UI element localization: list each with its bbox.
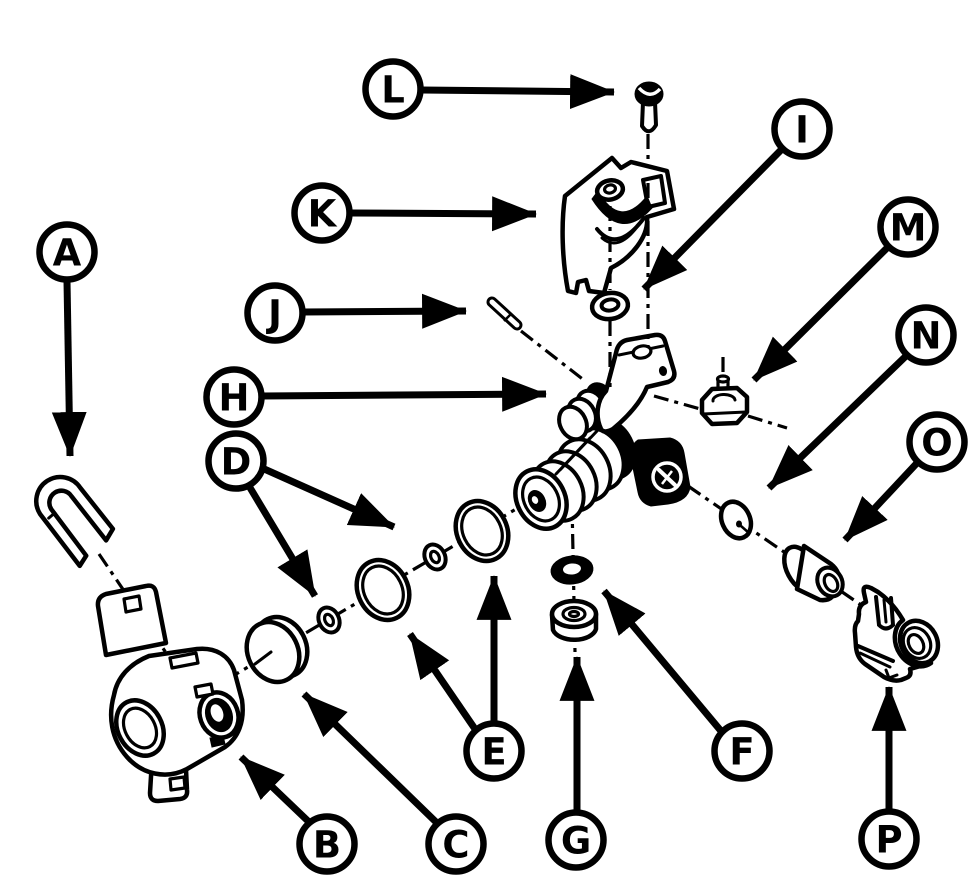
callout-circle-E	[463, 720, 525, 782]
callout-arrow-O	[842, 460, 920, 543]
callout-P: P	[858, 686, 920, 870]
callout-circle-J	[244, 282, 306, 344]
callout-J: J	[244, 282, 467, 344]
callout-arrow-D	[260, 464, 396, 531]
callout-letter-O: O	[921, 422, 952, 465]
callout-C: C	[301, 691, 487, 875]
callout-circle-O	[906, 411, 968, 473]
callout-letter-D: D	[221, 441, 252, 484]
callout-arrow-J	[302, 293, 467, 329]
part-roll-pin	[486, 296, 523, 331]
part-knob-cap	[852, 584, 941, 683]
callout-letter-H: H	[219, 377, 250, 420]
callout-circle-L	[362, 58, 424, 120]
callout-arrow-N	[766, 353, 909, 491]
callout-arrow-D	[245, 484, 319, 598]
callout-letter-C: C	[442, 824, 469, 867]
callout-circle-P	[858, 808, 920, 870]
callout-E: E	[407, 575, 525, 782]
part-handle-lever-bracket	[560, 155, 677, 296]
callout-circle-C	[425, 813, 487, 875]
part-seal-spacer	[549, 598, 599, 643]
callout-M: M	[751, 196, 939, 383]
part-o-ring-large-2	[453, 498, 511, 564]
callout-L: L	[362, 58, 615, 120]
callout-arrow-A	[51, 280, 87, 457]
part-o-ring-small-2	[422, 542, 448, 572]
callout-letter-A: A	[53, 232, 82, 275]
part-screw	[634, 81, 664, 134]
callout-letter-L: L	[381, 69, 405, 112]
callout-circle-M	[877, 196, 939, 258]
callout-arrow-K	[349, 196, 537, 232]
callout-arrow-F	[601, 588, 724, 734]
callout-arrow-M	[751, 244, 891, 383]
callout-I: I	[641, 98, 833, 292]
callout-letter-B: B	[313, 824, 341, 867]
part-cartridge-assembly	[513, 332, 691, 531]
callout-layer: A B C D E F G H I J K L M N O P	[36, 58, 968, 875]
callout-letter-G: G	[561, 820, 591, 863]
part-o-ring-small-1	[316, 605, 342, 635]
part-friction-disc	[718, 499, 754, 541]
callout-circle-B	[296, 813, 358, 875]
callout-circle-I	[771, 98, 833, 160]
callout-N: N	[766, 304, 957, 491]
callout-circle-A	[36, 221, 98, 283]
callout-circle-N	[895, 304, 957, 366]
callout-circle-G	[545, 809, 607, 871]
callout-arrow-I	[641, 147, 784, 292]
callout-D: D	[205, 430, 396, 598]
part-valve-body	[95, 583, 245, 804]
callout-O: O	[842, 411, 968, 543]
part-washer-lower	[550, 555, 594, 585]
part-o-ring-large-1	[354, 557, 412, 623]
callout-circle-H	[203, 366, 265, 428]
callout-circle-D	[205, 430, 267, 492]
callout-letter-I: I	[795, 109, 809, 152]
callout-H: H	[203, 366, 547, 428]
callout-circle-F	[711, 720, 773, 782]
callout-letter-J: J	[265, 293, 282, 336]
callout-letter-P: P	[875, 819, 902, 862]
callout-circle-K	[291, 182, 353, 244]
callout-arrow-H	[261, 376, 547, 412]
part-washer-upper	[589, 290, 631, 322]
part-cap-plug	[244, 614, 310, 685]
callout-arrow-L	[420, 74, 615, 110]
callout-F: F	[601, 588, 773, 782]
callout-arrow-C	[301, 691, 440, 826]
callout-arrow-E	[407, 632, 478, 731]
callout-letter-F: F	[729, 731, 754, 774]
callout-B: B	[238, 754, 358, 875]
callout-A: A	[36, 221, 98, 457]
callout-G: G	[545, 656, 607, 871]
callout-arrow-B	[238, 754, 312, 825]
part-stem-bushing	[782, 543, 845, 603]
callout-letter-E: E	[481, 731, 506, 774]
part-hex-nut	[699, 374, 750, 427]
callout-K: K	[291, 182, 537, 244]
callout-letter-N: N	[911, 315, 942, 358]
callout-letter-K: K	[308, 193, 338, 236]
part-retainer-clip	[34, 474, 116, 569]
callout-letter-M: M	[890, 207, 927, 250]
